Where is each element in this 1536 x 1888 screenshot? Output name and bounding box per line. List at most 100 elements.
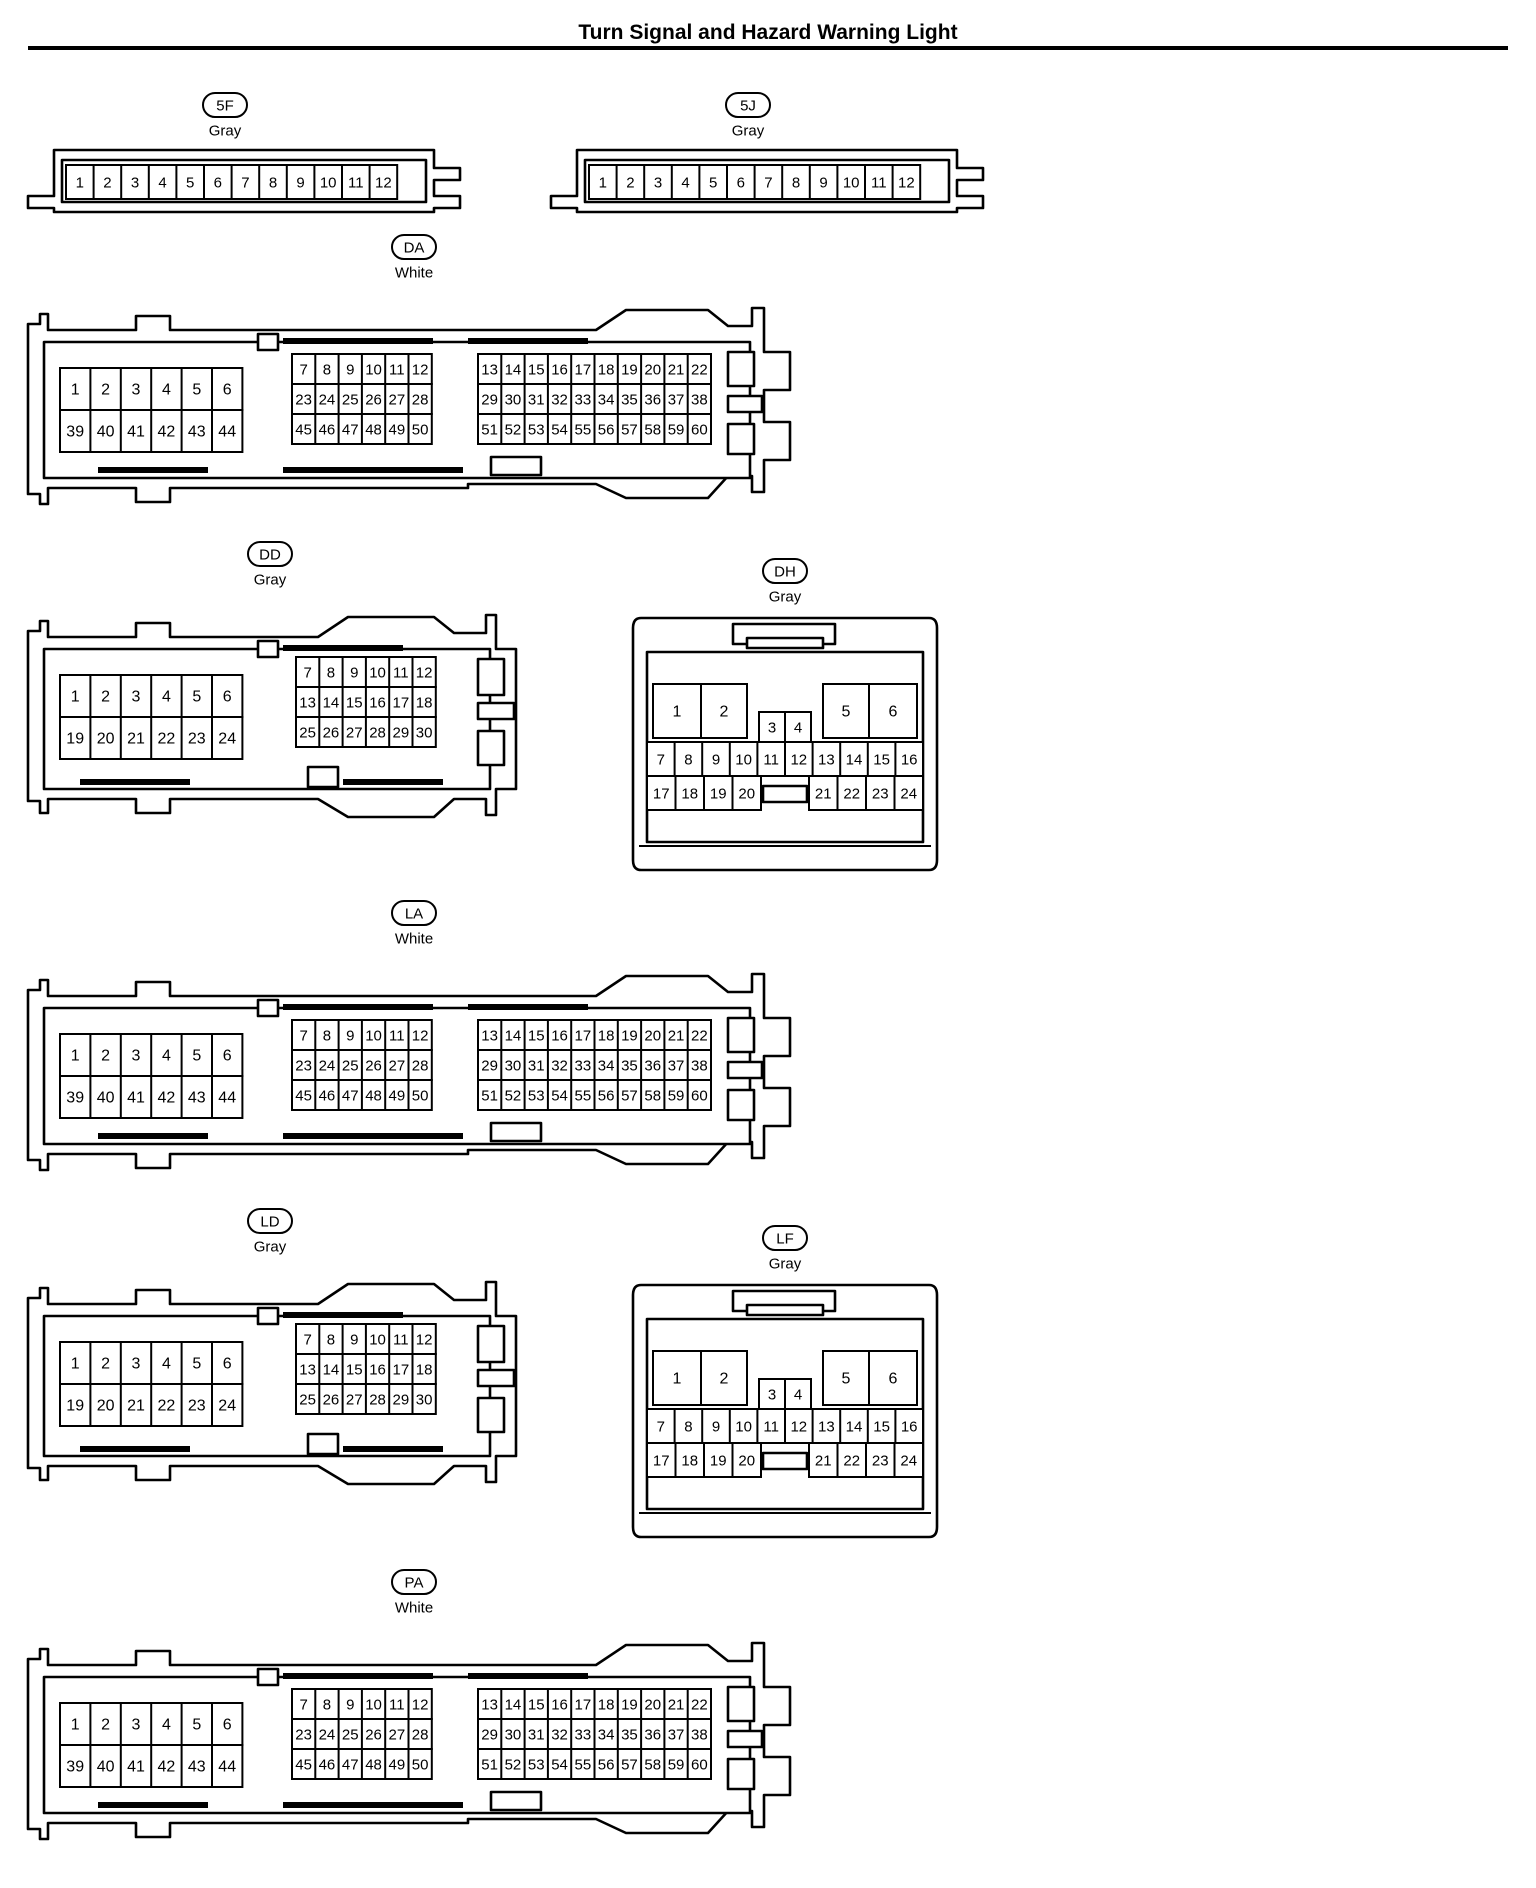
pin-label: 30 (505, 392, 522, 409)
pin-label: 23 (295, 1058, 312, 1075)
pin-label: 50 (412, 1088, 429, 1105)
pin-label: 53 (528, 1088, 545, 1105)
connector-color: Gray (732, 123, 765, 140)
pin-label: 10 (369, 1332, 386, 1349)
pin-label: 54 (551, 1088, 568, 1105)
pin-label: 21 (127, 1398, 145, 1415)
pin-label: 19 (66, 1398, 84, 1415)
pin-label: 16 (551, 1028, 568, 1045)
pin-label: 23 (295, 392, 312, 409)
pin-label: 42 (158, 1759, 176, 1776)
pin-label: 46 (319, 422, 336, 439)
pin-label: 24 (319, 1058, 336, 1075)
pin-label: 53 (528, 1757, 545, 1774)
pin-label: 8 (327, 665, 335, 682)
guide-rib (283, 1673, 433, 1679)
guide-rib (283, 467, 463, 473)
pin-label: 24 (900, 786, 917, 803)
pin-label: 19 (710, 786, 727, 803)
connector-color: Gray (254, 572, 287, 589)
connector-color: White (395, 931, 433, 948)
pin-label: 7 (303, 1332, 311, 1349)
pin-label: 9 (712, 752, 720, 769)
pin-label: 41 (127, 1090, 145, 1107)
pin-label: 19 (621, 362, 638, 379)
pin-label: 24 (218, 731, 236, 748)
pin-label: 15 (346, 695, 363, 712)
connector-id: DA (404, 240, 425, 257)
pin-label: 40 (97, 1090, 115, 1107)
pin-label: 60 (691, 422, 708, 439)
connector-color: White (395, 265, 433, 282)
pin-label: 17 (653, 1453, 670, 1470)
pin-label: 39 (66, 424, 84, 441)
pin-label: 26 (323, 1392, 340, 1409)
pin-label: 23 (188, 731, 206, 748)
pin-label: 10 (735, 1419, 752, 1436)
pin-label: 25 (342, 392, 359, 409)
pin-label: 54 (551, 422, 568, 439)
pin-label: 13 (481, 362, 498, 379)
pin-cell (822, 683, 870, 739)
pin-label: 15 (528, 1697, 545, 1714)
pin-label: 3 (654, 175, 662, 192)
pin-label: 19 (66, 731, 84, 748)
pin-label: 7 (299, 1028, 307, 1045)
pin-label: 8 (684, 1419, 692, 1436)
pin-label: 32 (551, 392, 568, 409)
pin-label: 50 (412, 1757, 429, 1774)
guide-rib (283, 1802, 463, 1808)
lock-slot (726, 1685, 756, 1723)
connector-id: DD (259, 547, 281, 564)
pin-label: 24 (319, 392, 336, 409)
key-slot (306, 765, 340, 789)
pin-label: 41 (127, 1759, 145, 1776)
pin-label: 14 (846, 752, 863, 769)
pin-label: 18 (416, 1362, 433, 1379)
pin-label: 27 (389, 1058, 406, 1075)
pin-label: 19 (621, 1697, 638, 1714)
pin-label: 2 (101, 689, 110, 706)
lock-slot (726, 1757, 756, 1791)
pin-label: 17 (393, 1362, 410, 1379)
pin-label: 14 (505, 1697, 522, 1714)
pin-label: 49 (389, 1757, 406, 1774)
pin-label: 11 (763, 1419, 779, 1436)
pin-label: 34 (598, 1727, 615, 1744)
pin-label: 9 (712, 1419, 720, 1436)
pin-label: 22 (691, 362, 708, 379)
pin-label: 18 (598, 1028, 615, 1045)
pin-label: 33 (575, 1727, 592, 1744)
pin-label: 60 (691, 1757, 708, 1774)
pin-label: 21 (668, 1028, 685, 1045)
pin-label: 5 (192, 1717, 201, 1734)
pin-label: 2 (720, 704, 729, 721)
pin-label: 23 (872, 1453, 889, 1470)
pin-label: 11 (871, 175, 887, 192)
connector-id-badge (247, 541, 293, 567)
pin-label: 10 (320, 175, 337, 192)
pin-label: 9 (296, 175, 304, 192)
pin-label: 25 (299, 1392, 316, 1409)
pin-label: 28 (369, 725, 386, 742)
pin-label: 8 (323, 362, 331, 379)
pin-label: 8 (684, 752, 692, 769)
pin-label: 23 (188, 1398, 206, 1415)
pin-label: 49 (389, 1088, 406, 1105)
pin-label: 7 (303, 665, 311, 682)
connector-id: LA (405, 906, 423, 923)
pin-label: 26 (365, 392, 382, 409)
pin-label: 30 (505, 1058, 522, 1075)
pin-label: 23 (295, 1727, 312, 1744)
lock-slot (726, 422, 756, 456)
pin-label: 36 (644, 1727, 661, 1744)
pin-label: 9 (346, 362, 354, 379)
pin-label: 6 (223, 1356, 232, 1373)
pin-label: 12 (898, 175, 915, 192)
pin-label: 32 (551, 1058, 568, 1075)
connector-color: White (395, 1600, 433, 1617)
pin-label: 3 (132, 1356, 141, 1373)
pin-label: 51 (481, 1757, 498, 1774)
